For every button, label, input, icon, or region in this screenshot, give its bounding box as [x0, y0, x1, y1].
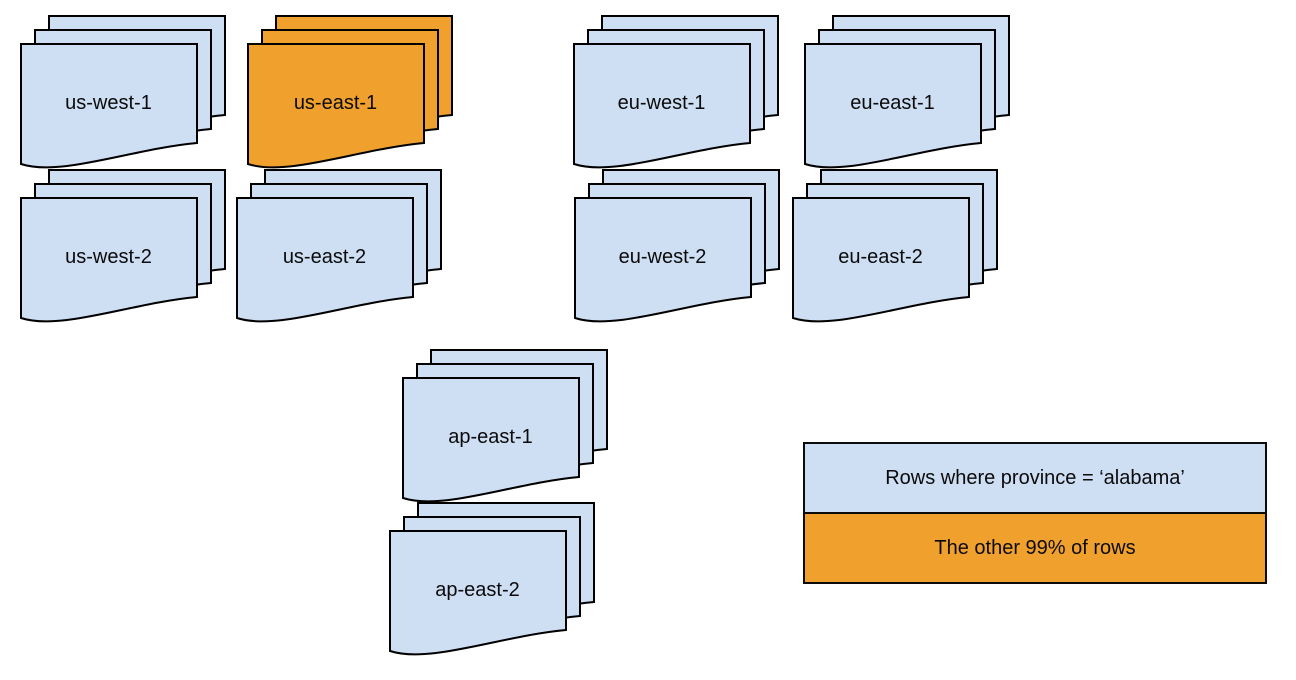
- stack-eu-east-2: eu-east-2: [792, 169, 1000, 325]
- stack-eu-east-1: eu-east-1: [804, 15, 1012, 171]
- stack-label: us-west-1: [65, 92, 152, 114]
- stack-label: eu-west-2: [618, 246, 707, 268]
- legend-row-alabama-rows: Rows where province = ‘alabama’: [805, 444, 1265, 512]
- legend-label: The other 99% of rows: [934, 536, 1136, 559]
- stack-label: us-east-1: [293, 92, 378, 114]
- legend-label: Rows where province = ‘alabama’: [885, 466, 1185, 489]
- stack-eu-west-1: eu-west-1: [573, 15, 781, 171]
- stack-label: ap-east-1: [448, 426, 533, 448]
- stack-us-east-2: us-east-2: [236, 169, 444, 325]
- legend-row-other-rows: The other 99% of rows: [805, 512, 1265, 582]
- stack-ap-east-1: ap-east-1: [402, 349, 610, 505]
- stack-label: eu-east-2: [838, 246, 923, 268]
- stack-label: eu-west-1: [617, 92, 706, 114]
- stack-label: ap-east-2: [435, 579, 520, 601]
- stack-label: us-east-2: [282, 246, 367, 268]
- stack-us-east-1: us-east-1: [247, 15, 455, 171]
- stack-eu-west-2: eu-west-2: [574, 169, 782, 325]
- stack-label: eu-east-1: [850, 92, 935, 114]
- stack-ap-east-2: ap-east-2: [389, 502, 597, 658]
- legend: Rows where province = ‘alabama’ The othe…: [803, 442, 1267, 584]
- stack-us-west-2: us-west-2: [20, 169, 228, 325]
- stack-us-west-1: us-west-1: [20, 15, 228, 171]
- stack-label: us-west-2: [65, 246, 152, 268]
